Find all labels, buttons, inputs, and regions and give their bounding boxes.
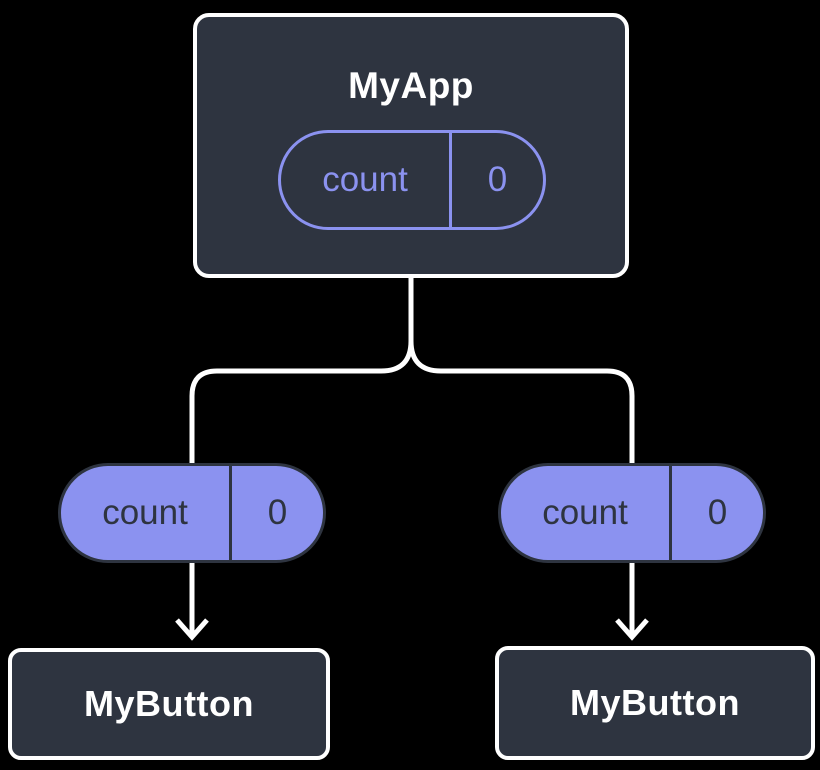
state-pill-value: 0	[487, 160, 508, 199]
root-component-title: MyApp	[348, 65, 474, 106]
prop-pill-right: count 0	[498, 463, 766, 563]
prop-pill-value: 0	[707, 493, 728, 532]
state-pill-key: count	[281, 133, 452, 227]
child-component-title: MyButton	[570, 682, 740, 723]
root-component-box: MyApp count 0	[193, 13, 629, 278]
child-component-box-right: MyButton	[495, 646, 815, 760]
tree-branch-left	[189, 274, 414, 636]
child-component-box-left: MyButton	[8, 648, 330, 760]
arrowhead-down-left-icon	[175, 618, 209, 641]
tree-branch-right	[408, 274, 635, 636]
prop-pill-key: count	[501, 466, 672, 560]
prop-pill-key: count	[61, 466, 232, 560]
root-state-pill: count 0	[278, 130, 546, 230]
child-component-title: MyButton	[84, 683, 254, 724]
prop-pill-left: count 0	[58, 463, 326, 563]
arrowhead-down-right-icon	[615, 618, 649, 641]
prop-pill-value: 0	[267, 493, 288, 532]
